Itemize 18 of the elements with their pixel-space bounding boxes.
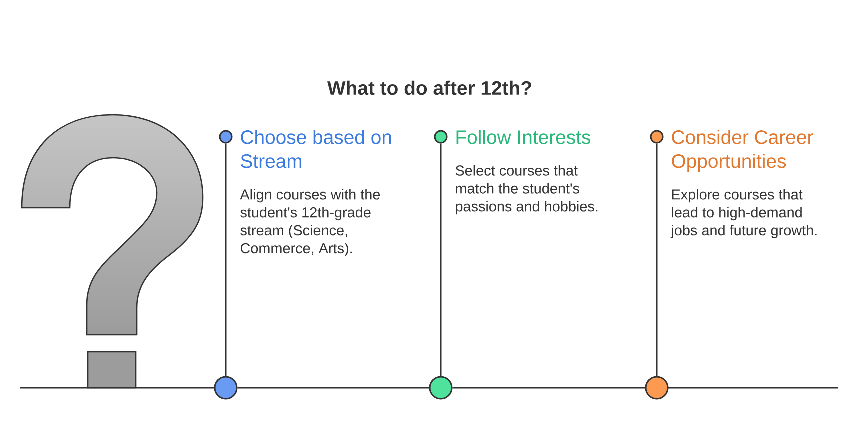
marker-dot: [650, 130, 664, 144]
stem-line: [656, 144, 658, 376]
item-description: Select courses that match the student's passions and hobbies.: [456, 165, 598, 215]
marker-dot: [219, 130, 233, 144]
timeline-circle: [645, 376, 669, 400]
title: What to do after 12th?: [328, 80, 532, 96]
stem-line: [225, 144, 227, 376]
item-heading: Follow Interests: [456, 130, 591, 144]
timeline: [452, 387, 646, 389]
item-heading: Choose based on Stream: [241, 130, 392, 168]
marker-dot: [434, 130, 448, 144]
item-description: Explore courses that lead to high-demand jobs and future growth.: [670, 189, 817, 239]
timeline-circle: [429, 376, 453, 400]
timeline-circle: [214, 376, 238, 400]
item-description: Align courses with the student's 12th-grade stream (Science, Commerce, Arts).: [240, 189, 380, 256]
timeline: [238, 387, 430, 389]
stem-line: [440, 144, 442, 376]
item-heading: Consider Career Opportunities: [672, 130, 814, 172]
